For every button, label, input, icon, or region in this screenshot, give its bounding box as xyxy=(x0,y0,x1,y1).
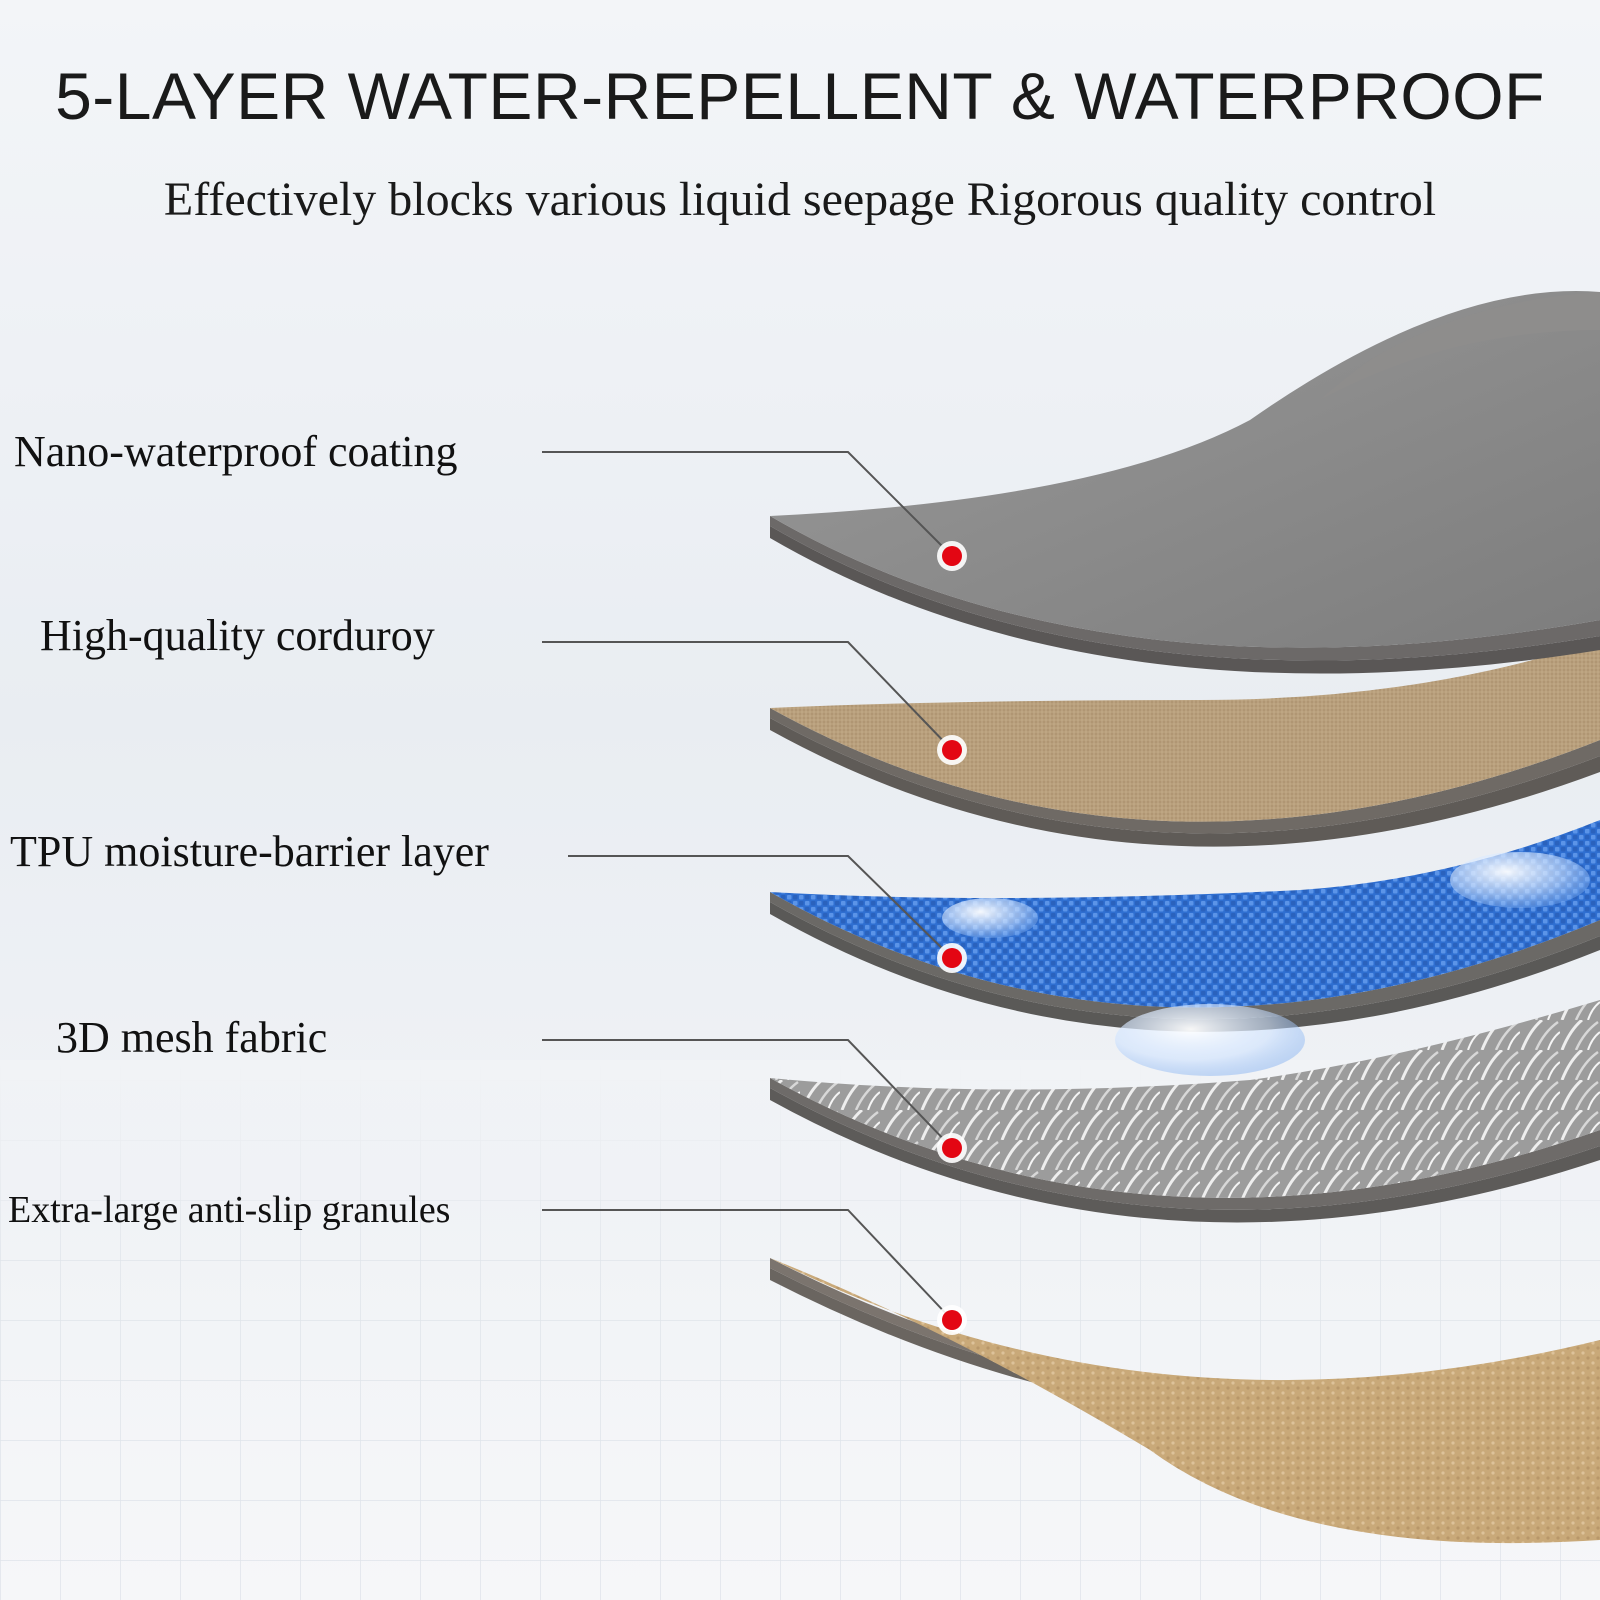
water-droplet-icon xyxy=(1115,1004,1305,1076)
marker-dot-icon xyxy=(942,1138,962,1158)
leader-line xyxy=(542,641,953,751)
label-high-quality-corduroy: High-quality corduroy xyxy=(40,611,435,660)
page-subtitle: Effectively blocks various liquid seepag… xyxy=(163,173,1437,226)
page-title: 5-LAYER WATER-REPELLENT & WATERPROOF xyxy=(55,59,1545,133)
leader-line xyxy=(568,855,953,959)
label-tpu-moisture-barrier: TPU moisture-barrier layer xyxy=(10,827,489,876)
leader-line xyxy=(542,1209,953,1321)
layer-anti-slip-granules xyxy=(770,1258,1600,1544)
marker-dot-icon xyxy=(942,546,962,566)
marker-dot-icon xyxy=(942,1310,962,1330)
leader-lines xyxy=(542,451,967,1335)
layer-nano-coating xyxy=(770,291,1600,674)
water-droplet-icon xyxy=(1450,852,1590,908)
label-anti-slip-granules: Extra-large anti-slip granules xyxy=(8,1189,451,1231)
layer-3d-mesh xyxy=(770,1000,1600,1223)
water-droplet-icon xyxy=(942,898,1038,938)
layer-corduroy xyxy=(770,640,1600,847)
label-3d-mesh-fabric: 3D mesh fabric xyxy=(56,1013,328,1062)
leader-line xyxy=(542,451,953,557)
marker-dot-icon xyxy=(942,740,962,760)
label-nano-waterproof-coating: Nano-waterproof coating xyxy=(14,427,458,476)
marker-dot-icon xyxy=(942,948,962,968)
layer-tpu xyxy=(770,820,1600,1076)
leader-line xyxy=(542,1039,953,1149)
